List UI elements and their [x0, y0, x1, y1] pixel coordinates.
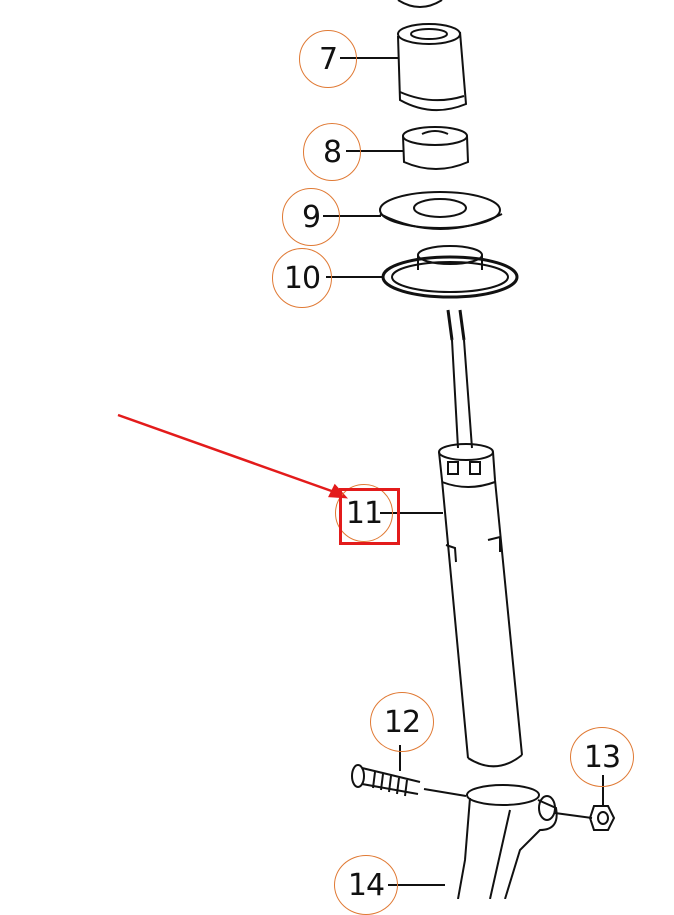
callout-12: 12 — [370, 692, 434, 752]
callout-11: 11 — [335, 484, 393, 542]
callout-9: 9 — [282, 188, 340, 246]
callout-14: 14 — [334, 855, 398, 915]
callout-10: 10 — [272, 248, 332, 308]
highlight-box — [339, 488, 400, 545]
callout-13: 13 — [570, 727, 634, 787]
callout-7: 7 — [299, 30, 357, 88]
part-7-boot — [397, 31, 468, 112]
callout-8: 8 — [303, 123, 361, 181]
highlight-arrow — [117, 413, 341, 496]
